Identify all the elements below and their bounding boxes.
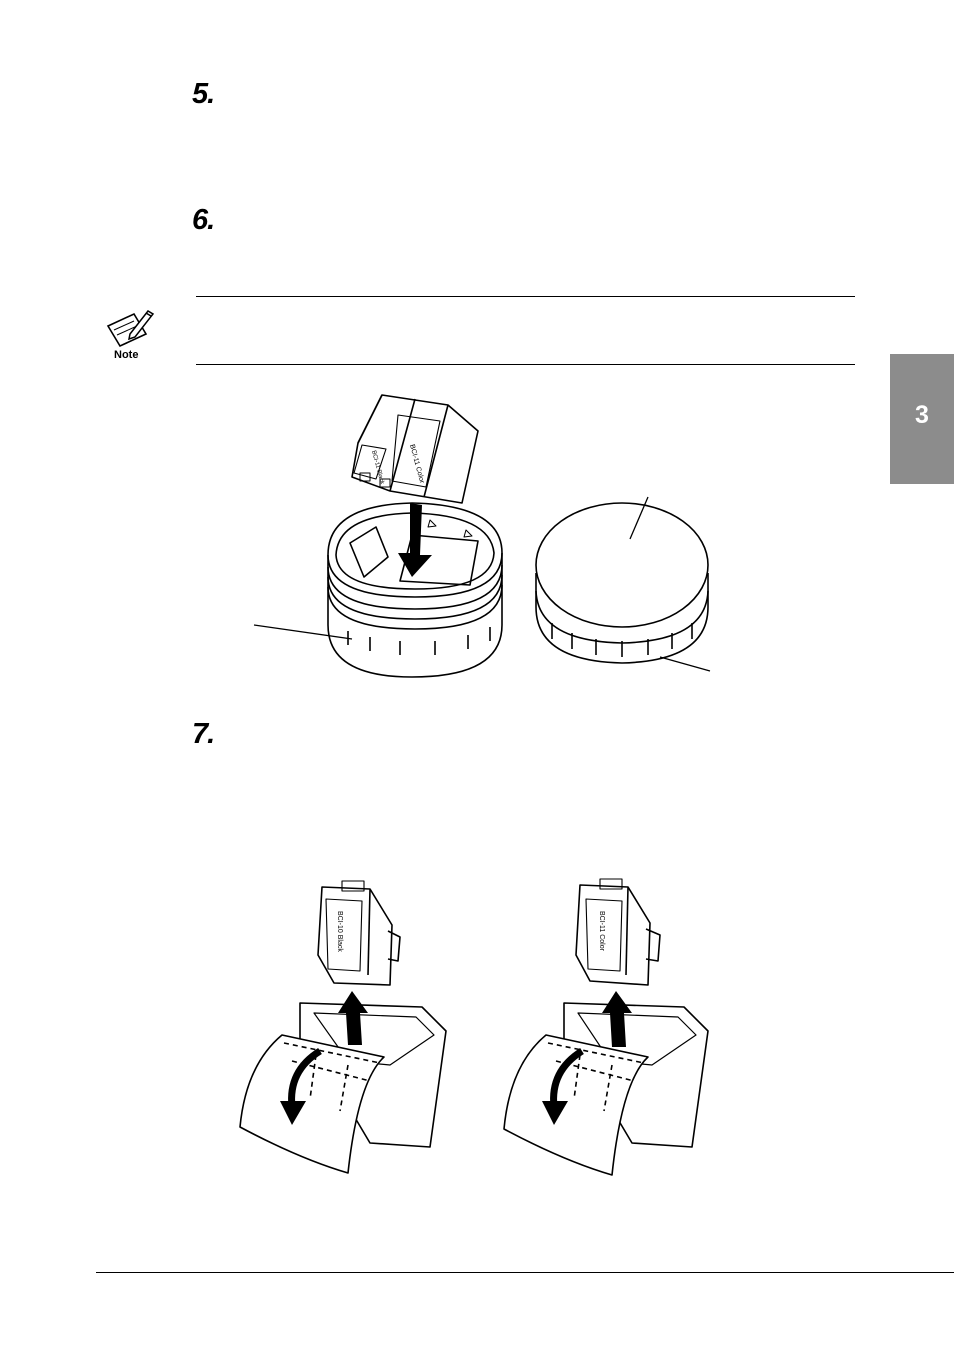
callout-line-cap-ring — [659, 656, 711, 672]
storage-box-cap — [535, 502, 709, 664]
step-number-5: 5. — [192, 78, 215, 110]
right-cartridge — [575, 878, 661, 986]
figure-unpack-cartridges: BCI-10 Black BCI-11 Color — [239, 878, 709, 1176]
figure-cartridge-storage-box: BCI-11 Color BCI-11 Black — [253, 394, 711, 678]
chapter-tab-number: 3 — [915, 401, 929, 429]
note-icon-group: Note — [104, 308, 156, 366]
left-lift-up-arrow-icon — [338, 991, 368, 1045]
callout-line-box — [253, 624, 353, 640]
chapter-tab[interactable]: 3 — [890, 354, 954, 484]
step-number-7: 7. — [192, 718, 215, 750]
note-label: Note — [114, 349, 139, 361]
footer-rule — [96, 1272, 954, 1273]
right-cartridge-print: BCI-11 Color — [598, 911, 605, 952]
storage-box — [327, 502, 503, 678]
callout-line-cap — [629, 496, 649, 540]
note-bottom-rule — [196, 364, 855, 365]
insert-down-arrow-icon — [398, 503, 432, 577]
note-top-rule — [196, 296, 855, 297]
note-pencil-icon — [106, 310, 155, 348]
left-cartridge — [317, 880, 401, 986]
right-peel-curved-arrow-icon — [542, 1048, 584, 1125]
left-peel-curved-arrow-icon — [280, 1048, 322, 1125]
right-packaging-tray — [503, 1002, 709, 1176]
left-cartridge-print: BCI-10 Black — [336, 911, 343, 952]
step-number-6: 6. — [192, 204, 215, 236]
left-packaging-tray — [239, 1002, 447, 1174]
right-lift-up-arrow-icon — [602, 991, 632, 1047]
cartridge-pair — [351, 394, 479, 504]
